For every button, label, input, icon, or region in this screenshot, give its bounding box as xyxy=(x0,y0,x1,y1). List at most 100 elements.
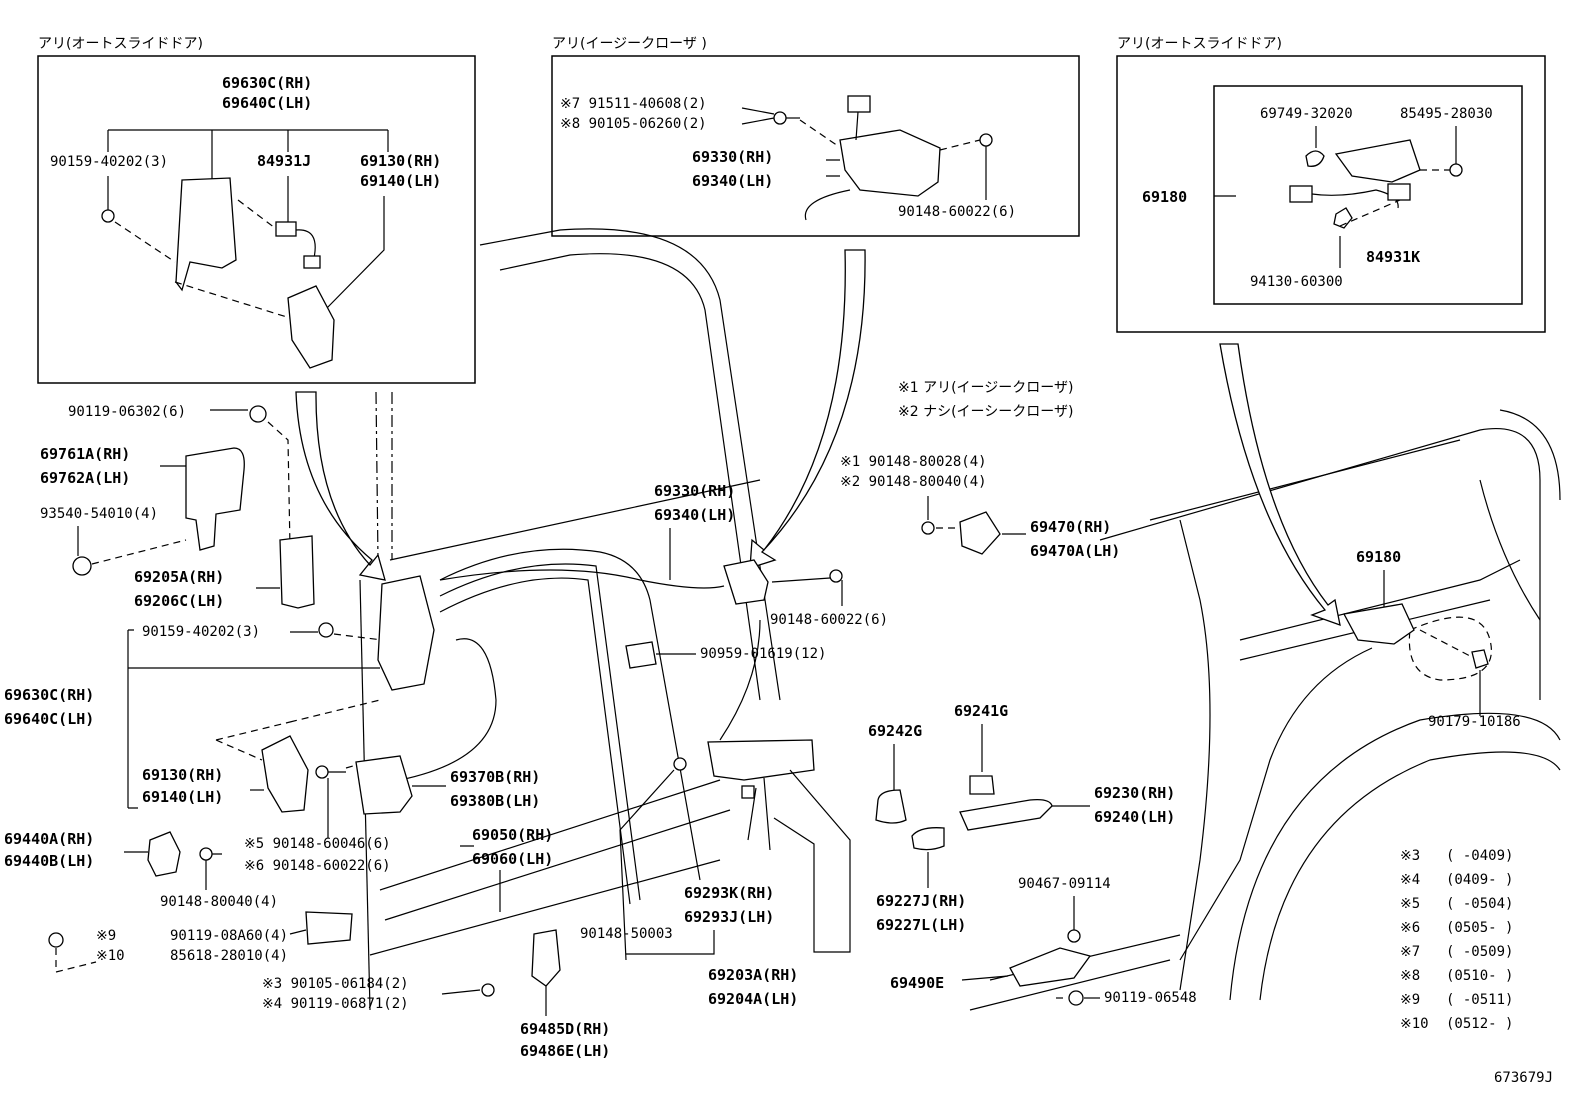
nut-icon xyxy=(1471,649,1489,669)
screw-icon xyxy=(481,983,495,997)
label-90148-60022-inset: 90148-60022(6) xyxy=(898,204,1016,220)
bolt-icon xyxy=(829,569,843,583)
inset-auto-slide-left-content: 69630C(RH) 69640C(LH) 90159-40202(3) 849… xyxy=(50,74,441,369)
label-90959-01619: 90959-01619(12) xyxy=(700,646,826,662)
legend-mark: ※6 xyxy=(1400,920,1420,936)
label-69470: 69470(RH) xyxy=(1030,518,1111,536)
right-center-parts: ※1 90148-80028(4) ※2 90148-80040(4) 6947… xyxy=(840,454,1197,1006)
diagram-id: 673679J xyxy=(1494,1070,1553,1086)
label-69330: 69330(RH) xyxy=(654,482,735,500)
label-69242g: 69242G xyxy=(868,722,922,740)
bolt-icon xyxy=(199,847,213,861)
closer-module-icon xyxy=(1342,603,1415,645)
label-69240: 69240(LH) xyxy=(1094,808,1175,826)
door-lock-actuator-icon xyxy=(287,285,335,369)
label-69440a: 69440A(RH) xyxy=(4,830,94,848)
lower-guide-icon xyxy=(531,929,561,987)
label-69370b: 69370B(RH) xyxy=(450,768,540,786)
connector-icon xyxy=(303,255,321,269)
label-90159-40202: 90159-40202(3) xyxy=(142,624,260,640)
bolt-icon xyxy=(979,133,993,147)
label-69241g: 69241G xyxy=(954,702,1008,720)
connector-icon xyxy=(1289,185,1313,203)
label-69630c-inset: 69630C(RH) xyxy=(222,74,312,92)
screw-icon xyxy=(673,757,687,771)
rear-parts: 69180 90179-10186 xyxy=(1179,548,1521,961)
label-69227l: 69227L(LH) xyxy=(876,916,966,934)
label-90148-50003: 90148-50003 xyxy=(580,926,673,942)
connector-icon xyxy=(275,221,297,237)
handle-cap-icon xyxy=(911,827,945,851)
label-69130: 69130(RH) xyxy=(142,766,223,784)
label-69380b: 69380B(LH) xyxy=(450,792,540,810)
label-69330-inset: 69330(RH) xyxy=(692,148,773,166)
label-90179-10186: 90179-10186 xyxy=(1428,714,1521,730)
label-note8: ※8 90105-06260(2) xyxy=(560,116,707,132)
label-note3: ※3 90105-06184(2) xyxy=(262,976,409,992)
hinge-bracket-icon xyxy=(959,511,1001,555)
center-parts: 69330(RH) 69340(LH) 90148-60022(6) 90959… xyxy=(355,482,888,1060)
door-lock-bracket-icon xyxy=(175,177,237,292)
label-90119-08a60: 90119-08A60(4) xyxy=(170,928,288,944)
inset-auto-slide-right-content: 69749-32020 85495-28030 69180 84931K 941… xyxy=(1142,106,1493,290)
label-84931k: 84931K xyxy=(1366,248,1420,266)
label-84931j: 84931J xyxy=(257,152,311,170)
legend-mark: ※10 xyxy=(1400,1016,1429,1032)
handle-bezel-icon xyxy=(185,447,245,551)
label-note4: ※4 90119-06871(2) xyxy=(262,996,409,1012)
lock-actuator-icon xyxy=(261,735,309,813)
label-69180: 69180 xyxy=(1356,548,1401,566)
label-69485d: 69485D(RH) xyxy=(520,1020,610,1038)
label-69293k: 69293K(RH) xyxy=(684,884,774,902)
legend-mark: ※7 xyxy=(1400,944,1420,960)
legend-range: ( -0504) xyxy=(1446,896,1513,912)
label-90467-09114: 90467-09114 xyxy=(1018,876,1111,892)
label-note9: ※9 xyxy=(96,928,116,944)
screw-icon xyxy=(773,111,787,125)
screw-icon xyxy=(921,521,935,535)
bolt-icon xyxy=(101,209,115,223)
handle-pad-icon xyxy=(875,789,907,824)
legend-range: (0512- ) xyxy=(1446,1016,1513,1032)
label-69630c: 69630C(RH) xyxy=(4,686,94,704)
inset-box-auto-slide-right xyxy=(1116,55,1546,333)
label-69762a: 69762A(LH) xyxy=(40,469,130,487)
remote-control-icon xyxy=(355,755,413,815)
legend-range: (0510- ) xyxy=(1446,968,1513,984)
inset-easy-closer-content: ※7 91511-40608(2) ※8 90105-06260(2) 6933… xyxy=(560,95,1016,221)
note-2: ※2 ナシ(イーシークローザ) xyxy=(898,404,1073,420)
label-69640c-inset: 69640C(LH) xyxy=(222,94,312,112)
bolt-icon xyxy=(1449,163,1463,177)
inset-box-easy-closer xyxy=(551,55,1080,237)
legend-mark: ※8 xyxy=(1400,968,1420,984)
bracket-icon xyxy=(1334,139,1421,183)
label-note10: ※10 xyxy=(96,948,125,964)
connector-icon xyxy=(847,95,871,113)
label-69293j: 69293J(LH) xyxy=(684,908,774,926)
label-85495-28030: 85495-28030 xyxy=(1400,106,1493,122)
clip-icon xyxy=(741,785,755,799)
label-69761a: 69761A(RH) xyxy=(40,445,130,463)
stopper-icon xyxy=(279,535,315,609)
lower-hinge-icon xyxy=(305,911,353,945)
bolt-icon xyxy=(249,405,267,423)
legend-range: ( -0511) xyxy=(1446,992,1513,1008)
legend-mark: ※9 xyxy=(1400,992,1420,1008)
screw-icon xyxy=(72,556,92,576)
callout-arrows xyxy=(295,249,1341,626)
clip-icon xyxy=(1067,929,1081,943)
label-note1-bolt: ※1 90148-80028(4) xyxy=(840,454,987,470)
label-69486e: 69486E(LH) xyxy=(520,1042,610,1060)
note-1: ※1 アリ(イージークローザ) xyxy=(898,380,1073,396)
remote-lock-icon xyxy=(723,559,769,605)
connector-icon xyxy=(1387,183,1411,201)
label-90159-40202-inset: 90159-40202(3) xyxy=(50,154,168,170)
label-69204a: 69204A(LH) xyxy=(708,990,798,1008)
legend-mark: ※3 xyxy=(1400,848,1420,864)
label-69470a: 69470A(LH) xyxy=(1030,542,1120,560)
label-90119-06302: 90119-06302(6) xyxy=(68,404,186,420)
door-latch-icon xyxy=(377,575,435,691)
inset-header-auto-slide-left: アリ(オートスライドドア) xyxy=(38,36,203,52)
screw-icon xyxy=(315,765,329,779)
